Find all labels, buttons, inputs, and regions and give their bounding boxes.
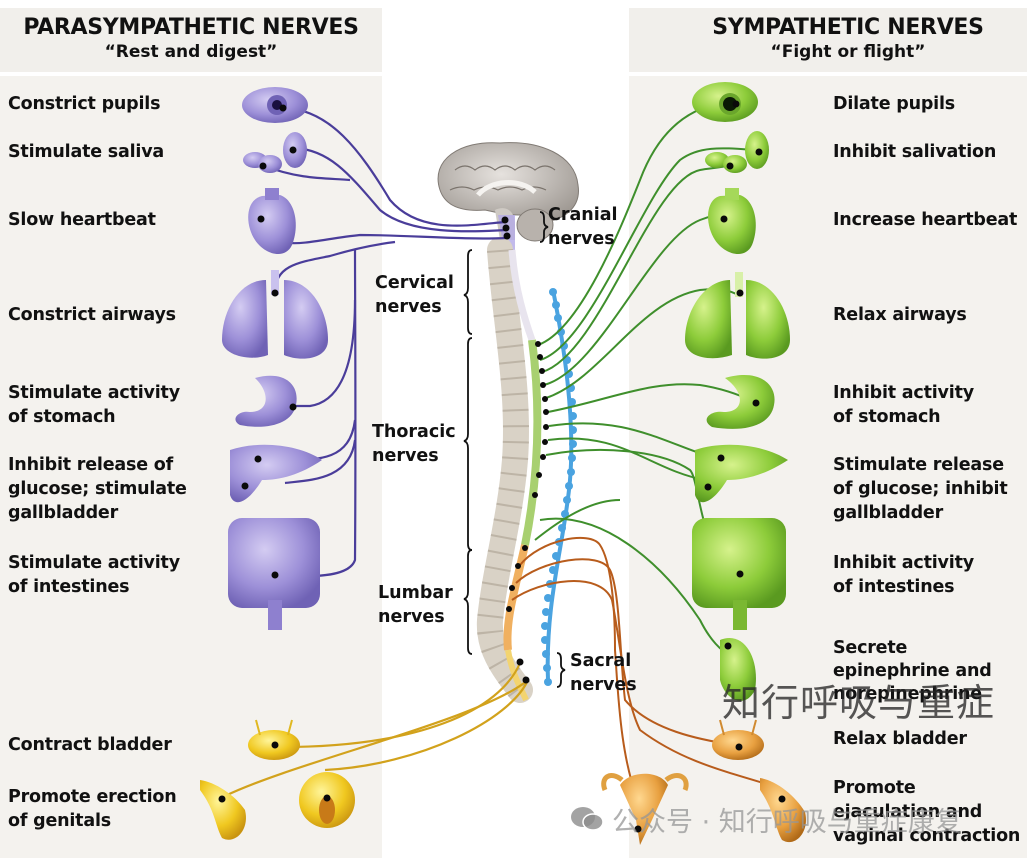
label-increase-heartbeat: Increase heartbeat: [833, 210, 1018, 230]
label-stimulate-intestines: Stimulate activity of intestines: [8, 553, 180, 597]
spinal-cord-thoracic: [521, 339, 542, 546]
right-header: SYMPATHETIC NERVES “Fight or flight”: [629, 8, 1027, 72]
label-inhibit-salivation: Inhibit salivation: [833, 142, 997, 162]
left-salivary-glands: [243, 132, 307, 173]
left-panel-bg: [0, 76, 382, 858]
left-liver: [230, 444, 322, 503]
right-eye-organ: [692, 82, 758, 122]
spinal-cord-lumbar: [503, 544, 529, 651]
label-dilate-pupils: Dilate pupils: [833, 94, 955, 114]
watermark-footer: 公众号 · 知行呼吸与重症康复: [612, 807, 962, 838]
label-inhibit-glucose: Inhibit release of glucose; stimulate ga…: [8, 455, 187, 523]
spinal-column: [476, 237, 533, 703]
label-cervical-nerves: Cervical nerves: [375, 273, 454, 317]
label-relax-airways: Relax airways: [833, 305, 967, 325]
right-title: SYMPATHETIC NERVES: [712, 15, 984, 40]
label-lumbar-nerves: Lumbar nerves: [378, 583, 453, 627]
label-contract-bladder: Contract bladder: [8, 735, 172, 755]
label-sacral-nerves: Sacral nerves: [570, 651, 637, 695]
label-stimulate-glucose: Stimulate release of glucose; inhibit ga…: [833, 455, 1008, 523]
label-slow-heartbeat: Slow heartbeat: [8, 210, 156, 230]
label-constrict-pupils: Constrict pupils: [8, 94, 161, 114]
label-promote-erection: Promote erection of genitals: [8, 787, 177, 831]
spinal-cord-cervical: [508, 249, 536, 342]
left-male-genitals: [200, 780, 246, 840]
sympathetic-lumbar-nerves: [511, 537, 771, 806]
label-stimulate-stomach: Stimulate activity of stomach: [8, 383, 180, 427]
right-liver: [695, 444, 788, 503]
left-lungs: [222, 270, 328, 359]
label-thoracic-nerves: Thoracic nerves: [372, 422, 456, 466]
right-uterus: [601, 773, 689, 845]
left-bladder: [248, 719, 300, 760]
watermark-overlay: 知行呼吸与重症: [722, 681, 996, 725]
right-male-genitals: [760, 778, 806, 843]
sympathetic-chain: [541, 288, 577, 686]
left-title: PARASYMPATHETIC NERVES: [23, 15, 359, 40]
label-promote-ejaculation: Promote ejaculation and vaginal contract…: [833, 778, 1021, 846]
label-stimulate-saliva: Stimulate saliva: [8, 142, 165, 162]
label-constrict-airways: Constrict airways: [8, 305, 176, 325]
left-header: PARASYMPATHETIC NERVES “Rest and digest”: [0, 8, 382, 72]
right-subtitle: “Fight or flight”: [770, 42, 926, 62]
left-intestines: [228, 518, 320, 630]
synapse-dots: [218, 100, 786, 833]
right-stomach: [706, 375, 775, 429]
right-adrenal: [720, 638, 756, 701]
label-cranial-nerves: Cranial nerves: [548, 205, 618, 249]
spine-brackets: [463, 211, 566, 688]
left-eye-organ: [242, 87, 308, 123]
parasympathetic-sacral-nerves: [224, 662, 530, 797]
right-intestines: [692, 518, 786, 630]
left-subtitle: “Rest and digest”: [104, 42, 278, 62]
label-inhibit-intestines: Inhibit activity of intestines: [833, 553, 974, 597]
left-stomach: [235, 375, 297, 427]
left-heart: [248, 188, 296, 255]
right-lungs: [685, 272, 790, 359]
spinal-cord-sacral: [505, 649, 529, 702]
right-heart: [708, 188, 756, 255]
label-inhibit-stomach: Inhibit activity of stomach: [833, 383, 974, 427]
wechat-icon: [571, 807, 604, 831]
label-relax-bladder: Relax bladder: [833, 729, 967, 749]
label-secrete-epinephrine: Secrete epinephrine and norepinephrine: [833, 638, 992, 704]
